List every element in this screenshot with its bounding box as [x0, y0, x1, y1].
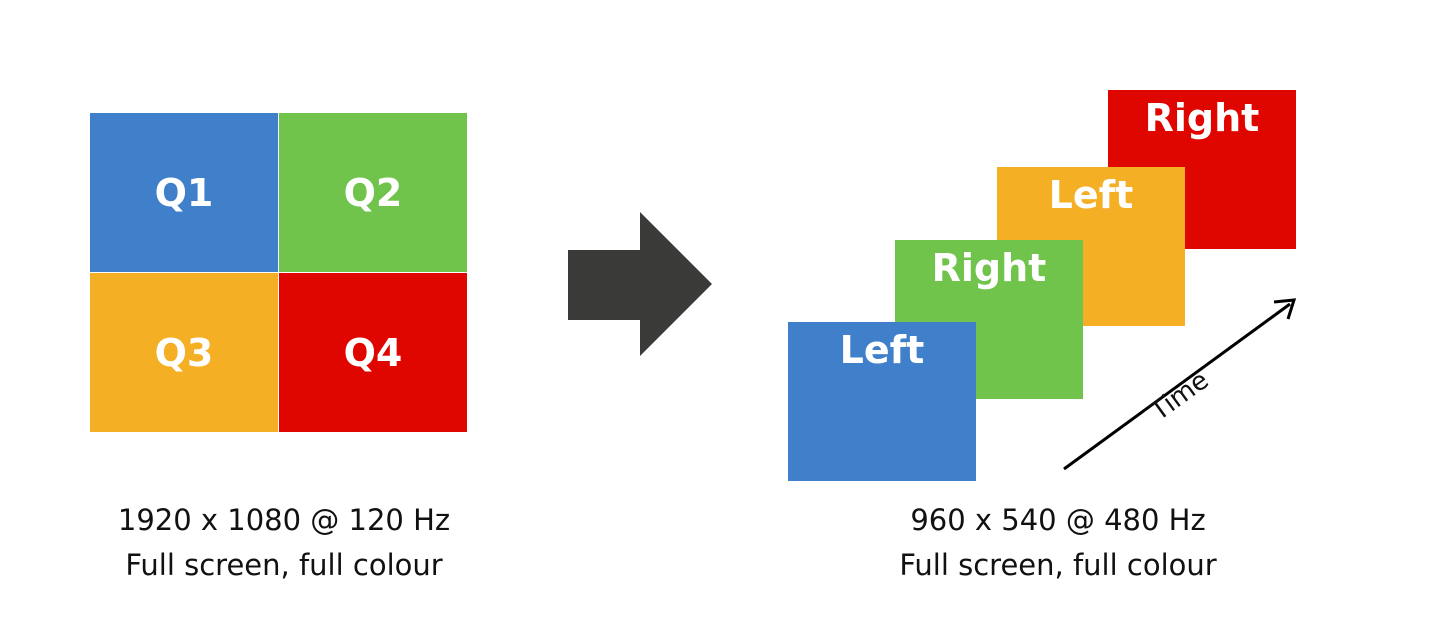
right-caption: 960 x 540 @ 480 Hz Full screen, full col… — [858, 498, 1258, 588]
quadrant-label: Q1 — [154, 170, 214, 215]
quadrant-q1: Q1 — [90, 113, 278, 272]
frame-label: Right — [1144, 96, 1260, 140]
frame-label: Left — [1048, 173, 1134, 217]
right-arrow-icon — [568, 212, 712, 356]
quadrant-label: Q2 — [343, 170, 403, 215]
frame-1-left: Left — [788, 322, 976, 481]
right-caption-line1: 960 x 540 @ 480 Hz — [910, 503, 1206, 537]
quadrant-label: Q3 — [154, 330, 214, 375]
left-caption-line1: 1920 x 1080 @ 120 Hz — [117, 503, 451, 537]
time-arrow-icon — [1063, 298, 1297, 471]
quadrant-q2: Q2 — [279, 113, 467, 272]
quadrant-q3: Q3 — [90, 273, 278, 432]
quadrant-q4: Q4 — [279, 273, 467, 432]
right-caption-line2: Full screen, full colour — [899, 548, 1217, 582]
left-caption-line2: Full screen, full colour — [125, 548, 443, 582]
frame-label: Right — [931, 246, 1047, 290]
quadrant-label: Q4 — [343, 330, 403, 375]
frame-label: Left — [839, 328, 925, 372]
left-caption: 1920 x 1080 @ 120 Hz Full screen, full c… — [84, 498, 484, 588]
